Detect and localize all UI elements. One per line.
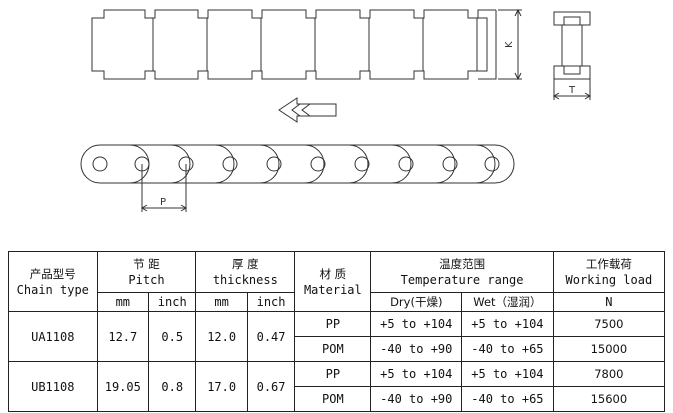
unit-newton: N: [552, 292, 666, 312]
header-model: 产品型号 Chain type: [8, 251, 98, 312]
header-working-load: 工作载荷 Working load: [552, 251, 666, 293]
unit-inch: inch: [148, 292, 197, 312]
pitch-mm-cell: 19.05: [96, 361, 150, 412]
temp-wet-cell: +5 to +104: [461, 311, 554, 337]
thickness-mm-cell: 17.0: [195, 361, 248, 412]
chain-technical-drawing: K T: [80, 8, 591, 212]
unit-mm: mm: [195, 292, 248, 312]
load-cell: 15000: [552, 336, 666, 362]
dimension-t-label: T: [568, 85, 576, 96]
material-cell: PP: [294, 311, 372, 337]
material-cell: POM: [294, 386, 372, 412]
temp-wet-header: Wet（湿润）: [461, 292, 554, 312]
table-header-row: 产品型号 Chain type 节 距 Pitch 厚 度 thickness …: [8, 251, 666, 312]
header-temperature: 温度范围 Temperature range: [370, 251, 554, 293]
temp-wet-cell: -40 to +65: [461, 386, 554, 412]
temp-wet-cell: +5 to +104: [461, 361, 554, 387]
header-material: 材 质 Material: [294, 251, 372, 312]
model-cell: UA1108: [8, 311, 98, 362]
table-row: POM -40 to +90 -40 to +65 15000: [9, 336, 666, 362]
temp-dry-header: Dry(干燥): [370, 292, 463, 312]
model-cell: UB1108: [8, 361, 98, 412]
chain-end-view: T: [553, 11, 591, 100]
material-cell: PP: [294, 361, 372, 387]
direction-arrow-icon: [278, 97, 337, 123]
table-row: UB1108 19.05 0.8 17.0 0.67 PP +5 to +104…: [8, 361, 666, 412]
header-thickness: 厚 度 thickness: [195, 251, 296, 293]
pitch-inch-cell: 0.5: [148, 311, 197, 362]
header-pitch: 节 距 Pitch: [96, 251, 197, 293]
thickness-mm-cell: 12.0: [195, 311, 248, 362]
material-cell: POM: [294, 336, 372, 362]
dimension-k-label: K: [504, 41, 515, 48]
unit-inch: inch: [246, 292, 296, 312]
temp-dry-cell: +5 to +104: [370, 311, 463, 337]
chain-top-view: K: [91, 8, 522, 81]
table-row: POM -40 to +90 -40 to +65 15600: [9, 386, 666, 412]
temp-dry-cell: -40 to +90: [370, 386, 463, 412]
thickness-inch-cell: 0.67: [246, 361, 296, 412]
unit-mm: mm: [96, 292, 150, 312]
temp-wet-cell: -40 to +65: [461, 336, 554, 362]
temp-dry-cell: +5 to +104: [370, 361, 463, 387]
thickness-inch-cell: 0.47: [246, 311, 296, 362]
table-row: UA1108 12.7 0.5 12.0 0.47 PP +5 to +104 …: [8, 311, 666, 362]
load-cell: 7800: [552, 361, 666, 387]
load-cell: 15600: [552, 386, 666, 412]
dimension-p-label: P: [160, 197, 166, 208]
pitch-mm-cell: 12.7: [96, 311, 150, 362]
temp-dry-cell: -40 to +90: [370, 336, 463, 362]
load-cell: 7500: [552, 311, 666, 337]
pitch-inch-cell: 0.8: [148, 361, 197, 412]
chain-side-view: P: [80, 144, 515, 212]
specification-table: 产品型号 Chain type 节 距 Pitch 厚 度 thickness …: [8, 251, 666, 412]
